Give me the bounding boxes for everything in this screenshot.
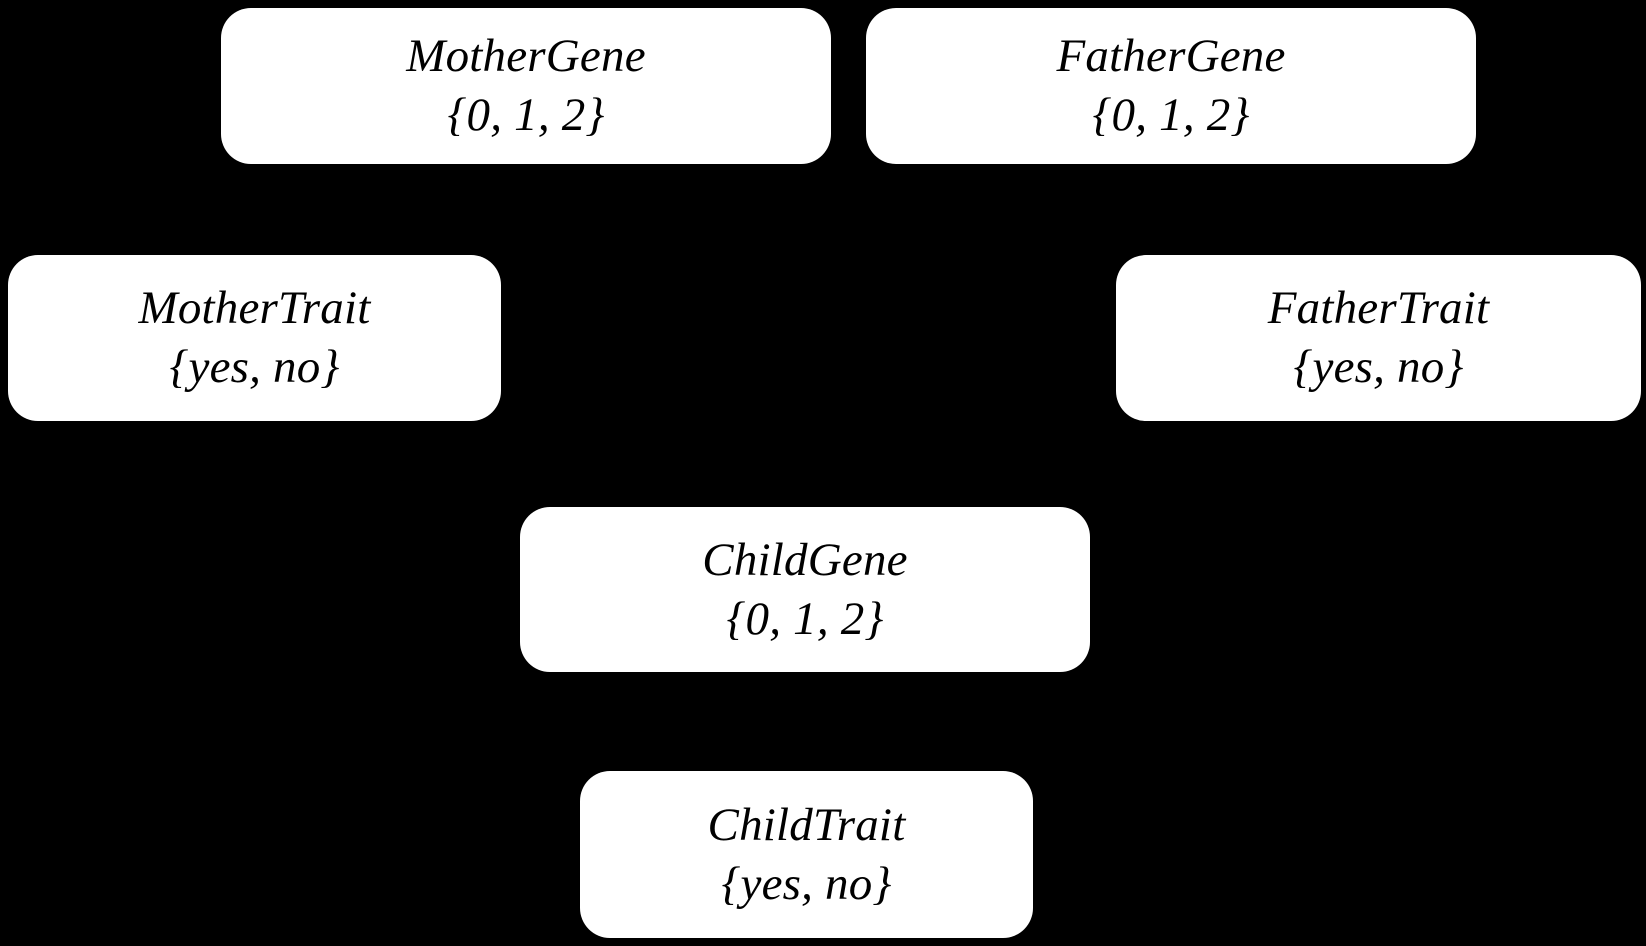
node-mother-gene-label: MotherGene — [406, 30, 646, 82]
node-child-gene-label: ChildGene — [702, 533, 908, 586]
node-mother-trait-label: MotherTrait — [138, 282, 371, 334]
node-mother-trait[interactable]: MotherTrait {yes, no} — [8, 255, 501, 421]
node-mother-gene[interactable]: MotherGene {0, 1, 2} — [221, 8, 831, 164]
node-father-gene[interactable]: FatherGene {0, 1, 2} — [866, 8, 1476, 164]
node-child-gene[interactable]: ChildGene {0, 1, 2} — [520, 507, 1090, 672]
node-child-trait-label: ChildTrait — [707, 798, 906, 851]
node-father-gene-label: FatherGene — [1056, 30, 1286, 82]
node-child-trait-domain: {yes, no} — [721, 857, 892, 910]
node-father-gene-domain: {0, 1, 2} — [1092, 89, 1250, 141]
node-father-trait-domain: {yes, no} — [1293, 341, 1464, 393]
node-child-gene-domain: {0, 1, 2} — [726, 592, 884, 645]
node-father-trait[interactable]: FatherTrait {yes, no} — [1116, 255, 1641, 421]
node-child-trait[interactable]: ChildTrait {yes, no} — [580, 771, 1033, 938]
node-mother-gene-domain: {0, 1, 2} — [447, 89, 605, 141]
node-father-trait-label: FatherTrait — [1267, 282, 1490, 334]
node-mother-trait-domain: {yes, no} — [169, 341, 340, 393]
